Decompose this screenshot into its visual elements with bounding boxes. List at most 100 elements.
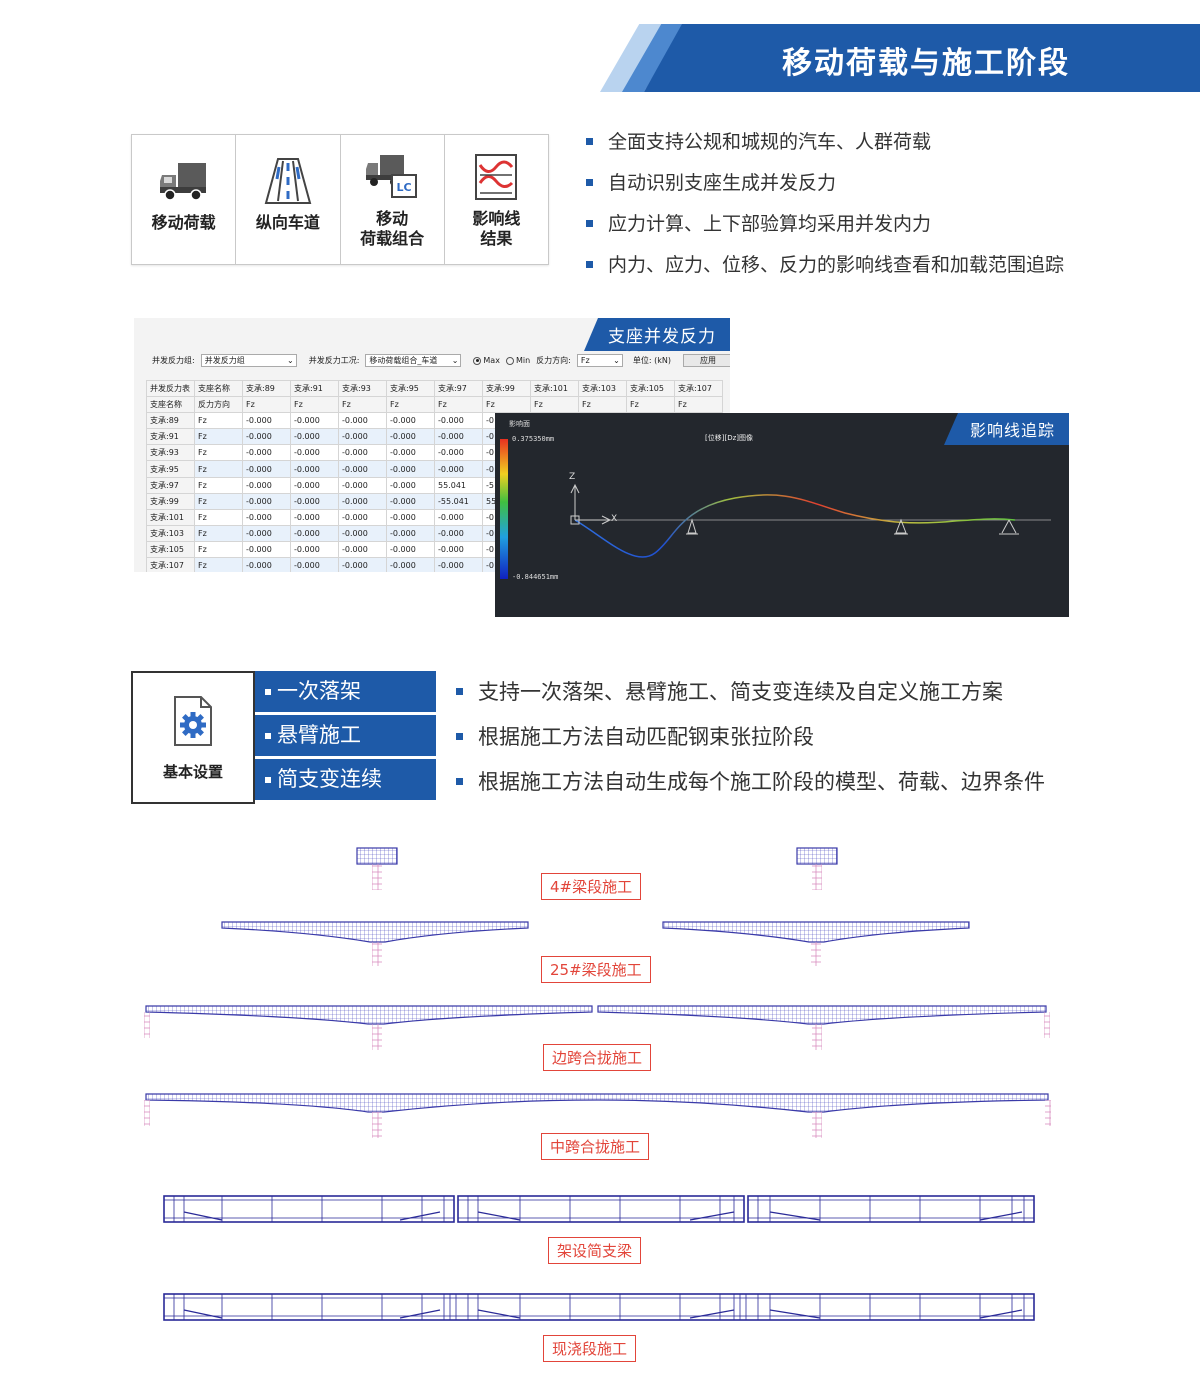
table-cell: Fz [194, 428, 243, 446]
table-cell: 反力方向 [194, 396, 243, 414]
truck-icon [159, 163, 206, 201]
table-cell: Fz [194, 508, 243, 526]
table-cell: Fz [194, 492, 243, 510]
group-label: 并发反力组: [152, 356, 195, 365]
table-cell: Fz [194, 540, 243, 559]
table-cell: Fz [482, 396, 531, 414]
method-cantilever[interactable]: 悬臂施工 [255, 715, 436, 756]
table-cell: Fz [242, 396, 291, 414]
table-cell: 支承:91 [290, 379, 339, 398]
tool-label: 纵向车道 [255, 213, 320, 232]
table-cell: -0.000 [242, 540, 291, 559]
support-icon [686, 518, 698, 535]
svg-text:LC: LC [397, 181, 412, 194]
table-cell: 支承:89 [146, 412, 195, 430]
table-cell: Fz [194, 412, 243, 430]
construction-features: 支持一次落架、悬臂施工、简支变连续及自定义施工方案 根据施工方法自动匹配钢束张拉… [456, 676, 1045, 811]
table-cell: -0.000 [386, 444, 435, 462]
support-icon [999, 519, 1019, 535]
setup-label: 基本设置 [162, 763, 223, 781]
table-cell: Fz [674, 396, 723, 414]
case-select[interactable]: 移动荷载组合_车道 ⌄ [365, 354, 462, 367]
table-cell: 支承:97 [434, 379, 483, 398]
table-cell: -0.000 [338, 476, 387, 494]
table-cell: -0.000 [290, 557, 339, 572]
truck-lc-icon: LC [366, 155, 418, 198]
apply-button[interactable]: 应用 [682, 354, 730, 367]
table-cell: -0.000 [242, 412, 291, 430]
table-cell: -0.000 [434, 524, 483, 542]
table-cell: 55.041 [434, 476, 483, 494]
table-cell: Fz [194, 460, 243, 478]
table-cell: Fz [338, 396, 387, 414]
tool-moving-load-combination[interactable]: LC 移动 荷载组合 [341, 135, 445, 264]
table-cell: -0.000 [290, 508, 339, 526]
table-cell: 支承:101 [146, 508, 195, 526]
table-cell: -0.000 [434, 508, 483, 526]
direction-label: 反力方向: [536, 356, 571, 365]
radio-icon [505, 356, 514, 365]
table-cell: -55.041 [434, 492, 483, 510]
tool-influence-result[interactable]: 影响线 结果 [445, 135, 548, 264]
table-cell: Fz [290, 396, 339, 414]
min-radio[interactable]: Min [505, 356, 530, 365]
axis-x-label: X [611, 514, 618, 524]
stage-label: 边跨合拢施工 [543, 1044, 652, 1071]
table-cell: 支承:103 [146, 524, 195, 542]
case-select-value: 移动荷载组合_车道 [369, 356, 438, 365]
max-label: Max [483, 356, 500, 365]
table-cell: 支承:99 [482, 379, 531, 398]
tool-lane[interactable]: 纵向车道 [236, 135, 341, 264]
table-cell: Fz [434, 396, 483, 414]
table-cell: -0.000 [434, 444, 483, 462]
table-cell: -0.000 [338, 460, 387, 478]
table-cell: Fz [626, 396, 675, 414]
table-cell: -0.000 [386, 492, 435, 510]
table-cell: 支承:93 [338, 379, 387, 398]
legend-title: 影响面 [509, 420, 530, 428]
table-cell: -0.000 [386, 476, 435, 494]
page-title: 移动荷载与施工阶段 [782, 46, 1070, 81]
chevron-down-icon: ⌄ [287, 356, 294, 365]
chevron-down-icon: ⌄ [451, 356, 459, 365]
chevron-down-icon: ⌄ [613, 356, 620, 365]
stage-label: 架设简支梁 [548, 1237, 642, 1264]
tool-label: 移动荷载 [151, 213, 216, 232]
table-cell: 支承:105 [146, 540, 195, 559]
direction-select[interactable]: Fz⌄ [576, 354, 623, 367]
table-cell: 支座名称 [146, 396, 195, 414]
table-cell: -0.000 [338, 444, 387, 462]
table-cell: -0.000 [290, 540, 339, 559]
table-cell: -0.000 [290, 524, 339, 542]
stage-diagram-side-closure [144, 1005, 1050, 1050]
table-cell: Fz [386, 396, 435, 414]
table-cell: -0.000 [338, 492, 387, 510]
max-radio[interactable]: Max [473, 356, 500, 365]
table-cell: 支承:107 [146, 557, 195, 572]
table-cell: -0.000 [290, 444, 339, 462]
plot-title: [位移][Dz]图像 [705, 434, 753, 442]
radio-icon [473, 356, 482, 365]
table-cell: -0.000 [338, 524, 387, 542]
feature-item: 支持一次落架、悬臂施工、简支变连续及自定义施工方案 [456, 676, 1045, 721]
group-select[interactable]: 并发反力组⌄ [200, 354, 297, 367]
case-label: 并发反力工况: [308, 356, 360, 365]
influence-result-icon [475, 154, 518, 200]
axis-gizmo [570, 483, 612, 525]
table-cell: -0.000 [386, 508, 435, 526]
table-cell: 支承:89 [242, 379, 291, 398]
stage-diagram-simple-beams [163, 1195, 1035, 1223]
table-cell: -0.000 [290, 428, 339, 446]
tool-moving-load[interactable]: 移动荷载 [132, 135, 237, 264]
method-simple-to-continuous[interactable]: 简支变连续 [255, 759, 436, 800]
moving-load-toolbar: 移动荷载 纵向车道 LC 移动 荷载组合 [131, 134, 549, 265]
table-cell: Fz [578, 396, 627, 414]
table-cell: Fz [194, 557, 243, 572]
table-cell: -0.000 [290, 476, 339, 494]
table-cell: 支承:95 [386, 379, 435, 398]
feature-item: 根据施工方法自动生成每个施工阶段的模型、荷载、边界条件 [456, 766, 1045, 811]
method-full-falsework[interactable]: 一次落架 [255, 671, 436, 712]
basic-setup-tool[interactable]: 基本设置 [131, 671, 255, 804]
feature-item: 应力计算、上下部验算均采用并发内力 [586, 210, 1064, 251]
legend-bar [500, 439, 508, 579]
